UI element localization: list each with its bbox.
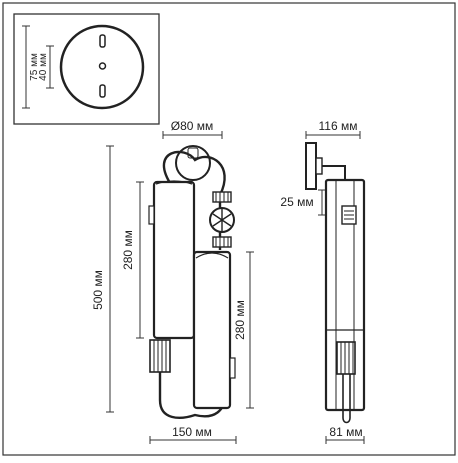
front-view: Ø80 мм xyxy=(91,119,254,444)
mounting-hole-center xyxy=(98,62,107,70)
mounting-slot-bottom xyxy=(99,84,106,98)
diameter-dimension: Ø80 мм xyxy=(171,119,214,133)
bracket-dimension: 25 мм xyxy=(280,195,313,209)
side-width-dimension: 81 мм xyxy=(329,425,362,439)
side-knurled-connector xyxy=(336,341,356,375)
inset-inner-dimension: 40 мм xyxy=(38,53,49,81)
upper-tube xyxy=(152,180,196,340)
wall-disc xyxy=(175,145,211,181)
drawing-border xyxy=(2,2,456,456)
inset-outer-dimension: 75 мм xyxy=(29,53,40,81)
total-height-dimension: 500 мм xyxy=(91,270,105,310)
mounting-plate-inset: 75 мм 40 мм xyxy=(13,13,160,125)
decorative-ring-top xyxy=(212,191,232,203)
lower-tube-dimension: 280 мм xyxy=(233,300,247,340)
decorative-ring-bottom xyxy=(212,236,232,248)
mounting-plate-circle xyxy=(59,24,145,110)
mounting-slot-top xyxy=(99,34,106,48)
knurled-connector xyxy=(149,339,171,373)
front-rod xyxy=(162,150,226,250)
lower-tube xyxy=(192,250,232,410)
front-width-dimension: 150 мм xyxy=(172,425,212,439)
upper-tube-dimension: 280 мм xyxy=(121,230,135,270)
wall-plate-side xyxy=(305,142,317,190)
side-depth-dimension: 116 мм xyxy=(319,119,358,133)
side-view: 116 мм 25 мм 81 мм xyxy=(280,119,366,444)
